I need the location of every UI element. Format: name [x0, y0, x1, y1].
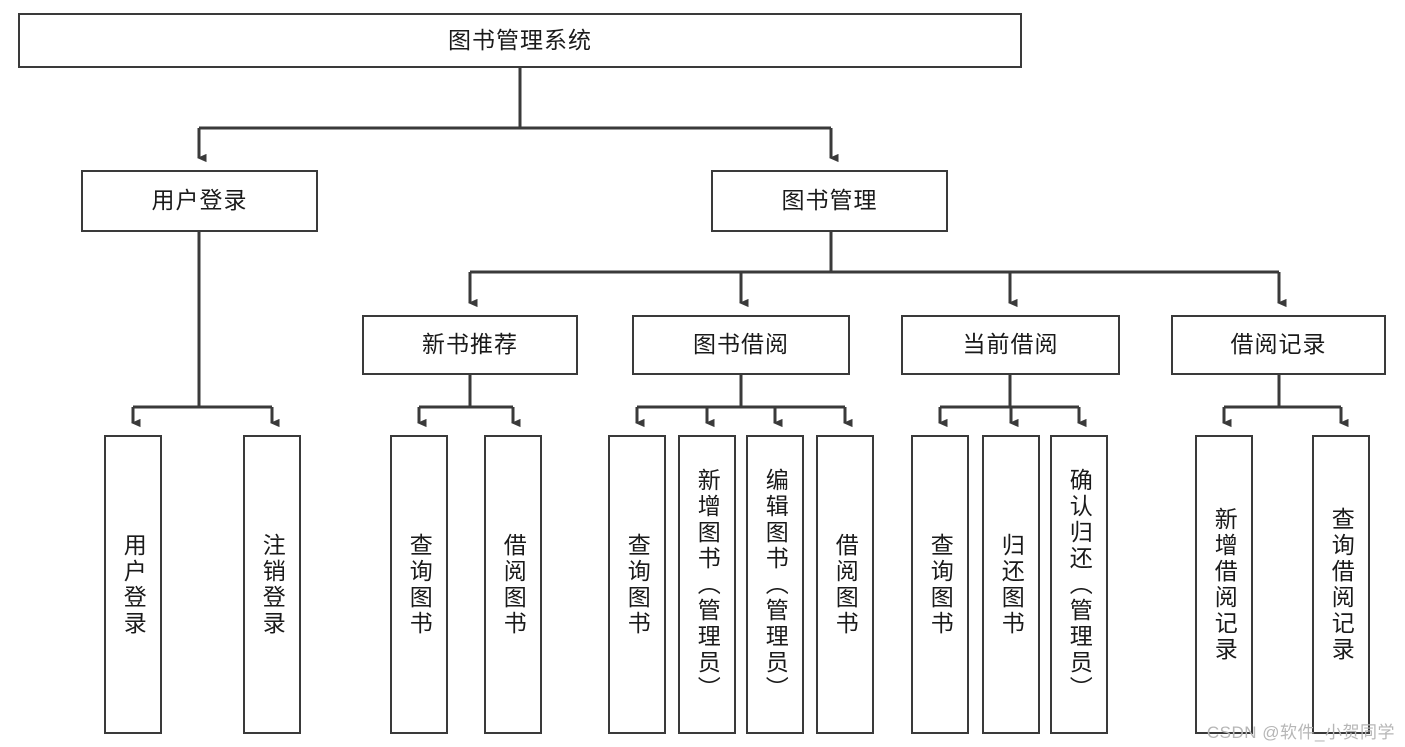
- node-leaf-query-borrow-record-label: 查询借阅记录: [1328, 506, 1355, 663]
- node-leaf-borrow-books-recommend-label: 借阅图书: [500, 532, 527, 637]
- node-leaf-return-book[interactable]: 归还图书: [982, 435, 1040, 734]
- node-leaf-query-books-borrow[interactable]: 查询图书: [608, 435, 666, 734]
- node-user-login[interactable]: 用户登录: [81, 170, 318, 232]
- node-leaf-logout-login[interactable]: 注销登录: [243, 435, 301, 734]
- node-leaf-user-login-label: 用户登录: [120, 532, 147, 637]
- node-current-borrow[interactable]: 当前借阅: [901, 315, 1120, 375]
- node-root[interactable]: 图书管理系统: [18, 13, 1022, 68]
- node-leaf-edit-book-admin-label: 编辑图书（管理员）: [762, 467, 789, 702]
- node-book-management[interactable]: 图书管理: [711, 170, 948, 232]
- node-root-label: 图书管理系统: [448, 26, 592, 53]
- node-leaf-query-books-borrow-label: 查询图书: [624, 532, 651, 637]
- node-leaf-add-borrow-record[interactable]: 新增借阅记录: [1195, 435, 1253, 734]
- node-book-borrow[interactable]: 图书借阅: [632, 315, 850, 375]
- node-borrow-record-label: 借阅记录: [1230, 331, 1327, 358]
- node-leaf-query-books-recommend-label: 查询图书: [406, 532, 433, 637]
- node-book-management-label: 图书管理: [781, 187, 878, 214]
- node-leaf-borrow-books-recommend[interactable]: 借阅图书: [484, 435, 542, 734]
- node-leaf-query-books-current-label: 查询图书: [927, 532, 954, 637]
- node-leaf-user-login[interactable]: 用户登录: [104, 435, 162, 734]
- node-leaf-return-book-label: 归还图书: [998, 532, 1025, 637]
- node-borrow-record[interactable]: 借阅记录: [1171, 315, 1386, 375]
- node-leaf-logout-login-label: 注销登录: [259, 532, 286, 637]
- node-leaf-query-books-current[interactable]: 查询图书: [911, 435, 969, 734]
- node-user-login-label: 用户登录: [151, 187, 248, 214]
- node-leaf-add-book-admin[interactable]: 新增图书（管理员）: [678, 435, 736, 734]
- node-book-borrow-label: 图书借阅: [693, 331, 789, 358]
- node-current-borrow-label: 当前借阅: [962, 331, 1059, 358]
- node-new-book-recommend[interactable]: 新书推荐: [362, 315, 578, 375]
- node-leaf-borrow-book[interactable]: 借阅图书: [816, 435, 874, 734]
- node-leaf-edit-book-admin[interactable]: 编辑图书（管理员）: [746, 435, 804, 734]
- node-leaf-query-books-recommend[interactable]: 查询图书: [390, 435, 448, 734]
- node-new-book-recommend-label: 新书推荐: [422, 331, 518, 358]
- node-leaf-add-borrow-record-label: 新增借阅记录: [1211, 506, 1238, 663]
- watermark: CSDN @软件_小贺同学: [1206, 723, 1395, 742]
- node-leaf-confirm-return-admin[interactable]: 确认归还（管理员）: [1050, 435, 1108, 734]
- node-leaf-add-book-admin-label: 新增图书（管理员）: [694, 467, 721, 702]
- node-leaf-confirm-return-admin-label: 确认归还（管理员）: [1066, 467, 1093, 702]
- node-leaf-borrow-book-label: 借阅图书: [832, 532, 859, 637]
- node-leaf-query-borrow-record[interactable]: 查询借阅记录: [1312, 435, 1370, 734]
